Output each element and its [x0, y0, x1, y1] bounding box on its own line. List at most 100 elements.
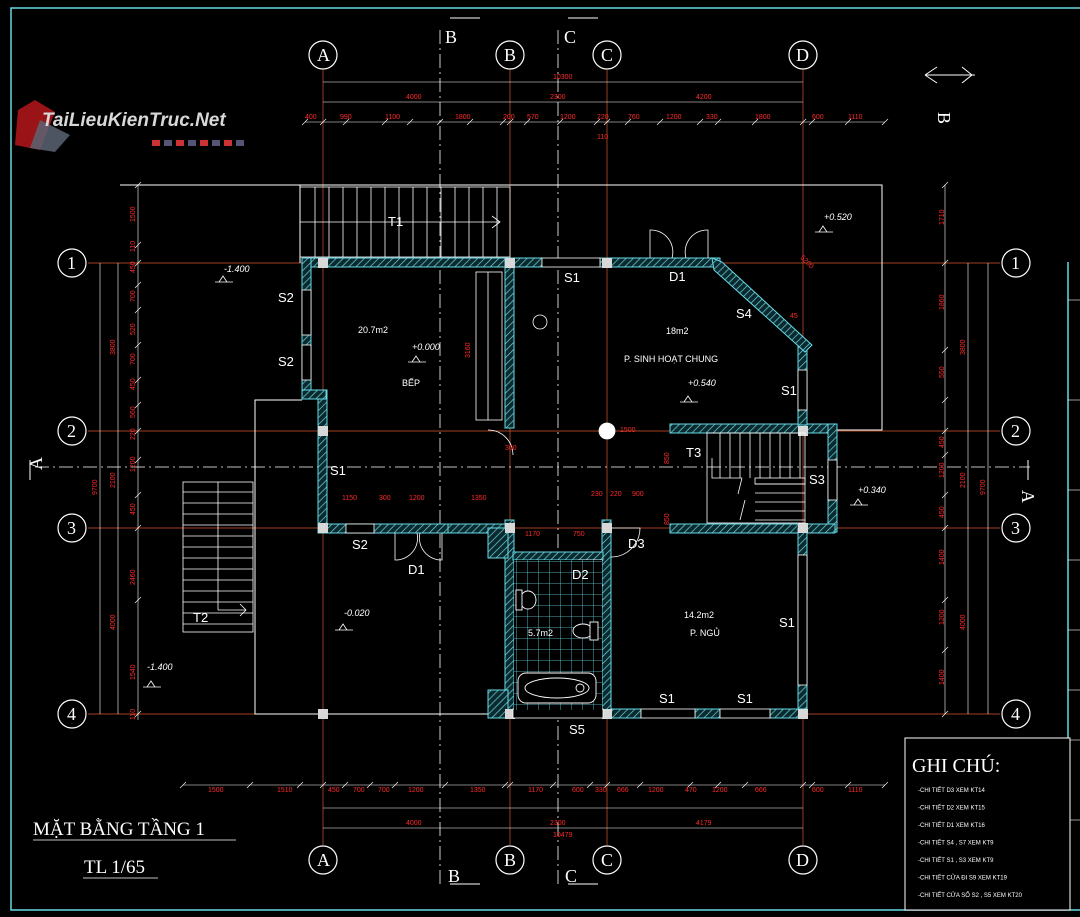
- wc-area: 5.7m2: [528, 628, 553, 638]
- section-c-top: C: [564, 27, 576, 47]
- note-item-6: -CHI TIẾT CỬA SỔ S2 , S5 XEM KT20: [918, 892, 1023, 899]
- dim-left-val-10: 450: [130, 503, 137, 515]
- dim-top-2300: 2300: [550, 94, 566, 101]
- level-balcony: +0.520: [824, 212, 852, 222]
- level-markers: [143, 225, 868, 688]
- dim-bottom-val-12: 470: [685, 787, 697, 794]
- dim-left-val-6: 450: [130, 378, 137, 390]
- tag-t3: T3: [686, 445, 701, 460]
- dim-left-val-8: 560: [130, 406, 137, 418]
- notes-list: -CHI TIẾT D3 XEM KT14-CHI TIẾT D2 XEM KT…: [918, 787, 1023, 899]
- level-kitchen: +0.000: [412, 342, 440, 352]
- note-item-2: -CHI TIẾT D1 XEM KT16: [918, 822, 985, 829]
- section-lines: [35, 30, 1030, 885]
- bedroom-name: P. NGỦ: [690, 627, 720, 638]
- grid-bubbles: [57, 40, 1031, 875]
- grid-label-d-top: D: [796, 45, 809, 65]
- dim-inner-5200: 5200: [799, 254, 815, 270]
- tag-s3: S3: [809, 472, 825, 487]
- dim-top-val-11: 1800: [755, 114, 771, 121]
- section-a-left: A: [26, 457, 46, 470]
- tag-t2: T2: [193, 610, 208, 625]
- dim-bottom-val-15: 600: [812, 787, 824, 794]
- tag-s1-top: S1: [564, 270, 580, 285]
- note-item-3: -CHI TIẾT S4 , S7 XEM KT9: [918, 840, 994, 847]
- dim-left-val-0: 1500: [130, 206, 137, 222]
- tag-d1-bottom: D1: [408, 562, 425, 577]
- section-b-bottom: B: [448, 866, 460, 886]
- tag-s4: S4: [736, 306, 752, 321]
- section-b-arrow-label: B: [934, 112, 954, 124]
- dim-left-val-12: 1540: [130, 664, 137, 680]
- dim-bottom-val-14: 666: [755, 787, 767, 794]
- dim-bottom-val-7: 1170: [528, 787, 543, 794]
- dim-right-2100: 2100: [960, 472, 967, 488]
- tag-s1-right: S1: [781, 383, 797, 398]
- grid-label-b-bottom: B: [504, 850, 516, 870]
- dim-top-total: 10300: [553, 74, 573, 81]
- dim-bottom-4179: 4179: [696, 820, 712, 827]
- dim-bottom-val-5: 1200: [408, 787, 424, 794]
- dim-top-val-13: 1110: [848, 114, 863, 121]
- dim-bottom-val-8: 600: [572, 787, 584, 794]
- dim-top-val-8: 760: [628, 114, 640, 121]
- grid-label-1-right: 1: [1011, 253, 1020, 273]
- dim-bottom-val-10: 666: [617, 787, 629, 794]
- grid-label-1-left: 1: [67, 253, 76, 273]
- dim-left-val-2: 450: [130, 261, 137, 273]
- drawing-title: MẶT BẰNG TẦNG 1: [33, 818, 205, 840]
- dim-bottom-total: 10479: [553, 832, 573, 839]
- dim-inner-850b: 850: [664, 513, 671, 525]
- tag-d1-top: D1: [669, 269, 686, 284]
- dim-inner-300b: 300: [505, 445, 517, 452]
- watermark-logo: [15, 100, 70, 152]
- dim-right-3800: 3800: [960, 339, 967, 355]
- dim-left-val-3: 700: [130, 290, 137, 302]
- dim-bottom-val-2: 450: [328, 787, 340, 794]
- dim-left-4000: 4000: [110, 614, 117, 630]
- tag-d3: D3: [628, 536, 645, 551]
- tag-s2-c: S2: [352, 537, 368, 552]
- tag-d2: D2: [572, 567, 589, 582]
- tag-s5: S5: [569, 722, 585, 737]
- tag-s1-bed: S1: [779, 615, 795, 630]
- dim-inner-750: 750: [573, 531, 585, 538]
- watermark-dots: [152, 140, 244, 146]
- dim-right-val-6: 1400: [939, 549, 946, 565]
- dim-inner-1170: 1170: [525, 531, 540, 538]
- watermark-text: TaiLieuKienTruc.Net: [42, 110, 226, 131]
- dim-left-2100: 2100: [110, 472, 117, 488]
- living-name: P. SINH HOẠT CHUNG: [624, 354, 718, 364]
- level-hall: -0.020: [344, 608, 370, 618]
- dim-top-val-0: 400: [305, 114, 317, 121]
- dim-top-val-7: 220: [597, 114, 609, 121]
- grid-label-a-bottom: A: [317, 850, 330, 870]
- dim-top-val-4: 200: [503, 114, 515, 121]
- dim-bottom-val-16: 1110: [848, 787, 863, 794]
- dim-inner-1500: 1500: [620, 427, 636, 434]
- dim-inner-220: 220: [610, 491, 622, 498]
- title-block-stub: [1068, 299, 1080, 821]
- dim-inner-1150: 1150: [342, 495, 357, 502]
- dim-right-val-2: 550: [939, 366, 946, 378]
- grid-label-d-bottom: D: [796, 850, 809, 870]
- dim-inner-900: 900: [632, 491, 644, 498]
- dim-left-row: 1500110450700520700450220560120045024601…: [130, 206, 137, 720]
- dim-top-110: 110: [597, 134, 608, 141]
- dim-bottom-val-9: 330: [595, 787, 607, 794]
- dim-bottom-val-4: 700: [378, 787, 390, 794]
- dim-inner-300: 300: [379, 495, 391, 502]
- level-left-bottom: -1.400: [147, 662, 173, 672]
- tag-s1-bottom-b: S1: [737, 691, 753, 706]
- dim-left-val-4: 520: [130, 323, 137, 335]
- dim-top-val-10: 330: [706, 114, 718, 121]
- grid-label-4-left: 4: [67, 704, 76, 724]
- dim-top-4000: 4000: [406, 94, 422, 101]
- dim-inner-1350: 1350: [471, 495, 487, 502]
- grid-label-b-top: B: [504, 45, 516, 65]
- grid-label-c-top: C: [601, 45, 613, 65]
- dim-left-val-7: 220: [130, 428, 137, 440]
- note-item-4: -CHI TIẾT S1 , S3 XEM KT9: [918, 857, 994, 864]
